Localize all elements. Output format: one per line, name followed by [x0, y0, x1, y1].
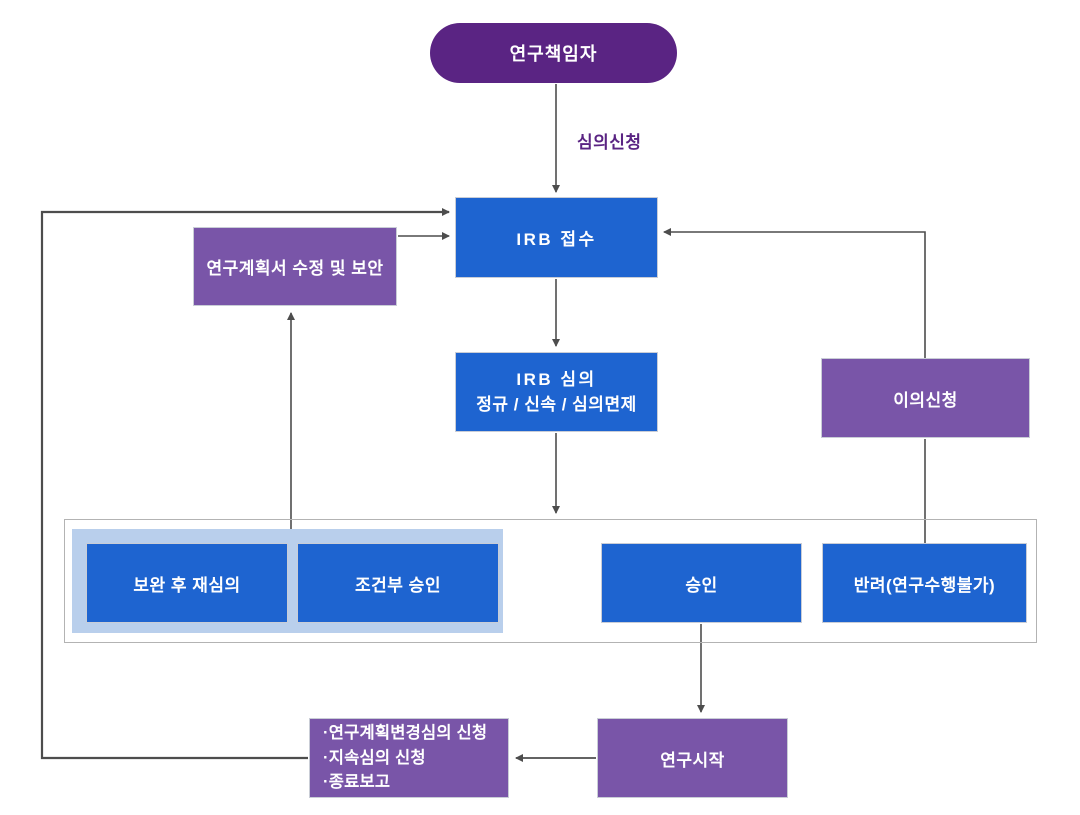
node-research-start: 연구시작: [597, 718, 788, 798]
node-rejection-label: 반려(연구수행불가): [853, 575, 996, 595]
node-plan-revision-label: 연구계획서 수정 및 보안: [206, 259, 384, 278]
node-irb-review-subtitle: 정규 / 신속 / 심의면제: [476, 395, 637, 414]
review-application-label: 심의신청: [577, 133, 642, 152]
arrow-followup-loop-to-reception: [40, 208, 450, 760]
node-followup-tasks: ·연구계획변경심의 신청 ·지속심의 신청 ·종료보고: [309, 718, 509, 798]
node-objection-label: 이의신청: [893, 390, 958, 410]
arrow-objection-to-reception: [663, 228, 926, 358]
node-irb-review-title: IRB 심의: [516, 369, 597, 389]
node-conditional-approval-label: 조건부 승인: [355, 575, 441, 595]
node-approval-label: 승인: [685, 575, 718, 595]
node-resubmission: 보완 후 재심의: [86, 543, 288, 623]
followup-item-closure-report: ·종료보고: [323, 773, 391, 792]
node-approval: 승인: [601, 543, 802, 623]
node-objection: 이의신청: [821, 358, 1030, 438]
node-irb-reception-label: IRB 접수: [516, 230, 597, 249]
node-principal-investigator-label: 연구책임자: [509, 44, 598, 64]
followup-item-continuing-review: ·지속심의 신청: [323, 748, 426, 767]
node-irb-review: IRB 심의 정규 / 신속 / 심의면제: [455, 352, 658, 432]
node-resubmission-label: 보완 후 재심의: [133, 575, 241, 595]
followup-item-change-review: ·연구계획변경심의 신청: [323, 723, 488, 742]
node-plan-revision: 연구계획서 수정 및 보안: [193, 227, 397, 306]
outcome-container: [64, 519, 1037, 643]
node-conditional-approval: 조건부 승인: [297, 543, 499, 623]
node-research-start-label: 연구시작: [660, 750, 725, 770]
node-principal-investigator: 연구책임자: [430, 23, 677, 83]
node-irb-reception: IRB 접수: [455, 197, 658, 278]
node-rejection: 반려(연구수행불가): [822, 543, 1027, 623]
